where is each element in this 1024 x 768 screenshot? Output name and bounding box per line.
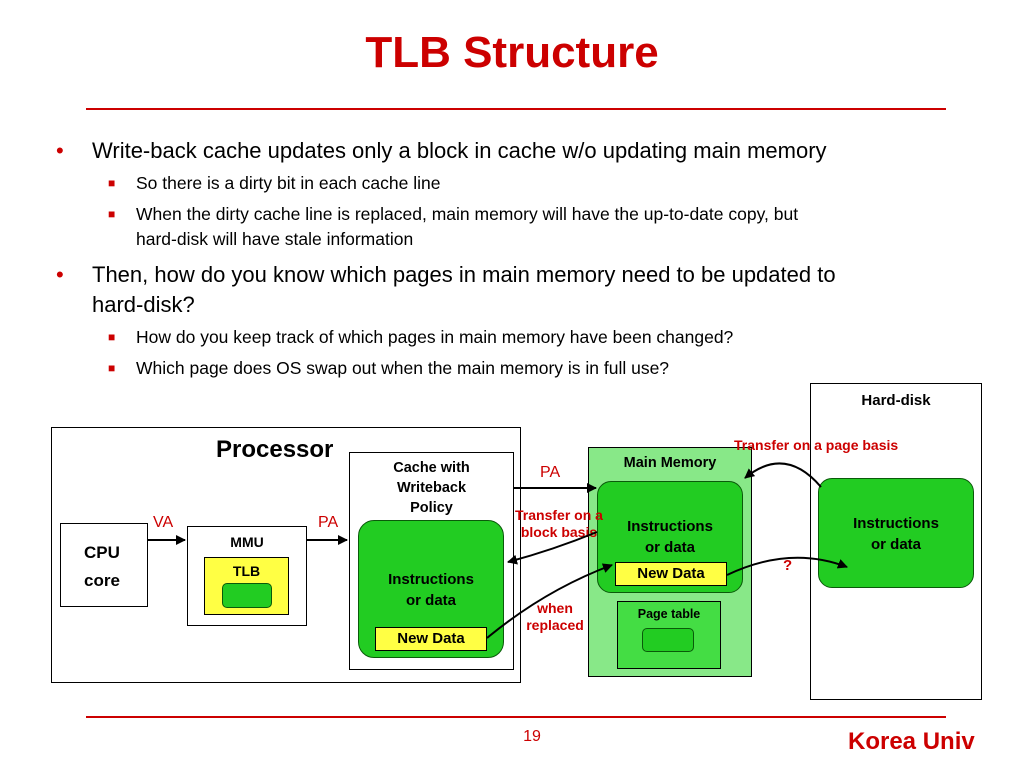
block-transfer-arrow (507, 531, 598, 565)
bullet-2-sub-2: Which page does OS swap out when the mai… (136, 358, 670, 378)
bullet-dot: • (56, 138, 64, 163)
page-transfer-arrow (744, 462, 822, 488)
hard-disk-data-block (818, 478, 974, 588)
sub-bullet-marker: ■ (108, 207, 116, 221)
question-label: ? (783, 557, 793, 574)
bullet-2-text-cont: hard-disk? (92, 292, 195, 317)
cache-label-1: Cache with (393, 460, 470, 476)
bullet-dot: • (56, 262, 64, 287)
cpu-core-box (60, 523, 148, 607)
page-writeback-arrow (726, 556, 848, 576)
main-memory-label: Main Memory (623, 455, 717, 471)
hard-disk-data-label-2: or data (870, 536, 921, 553)
cache-label-3: Policy (410, 500, 453, 516)
mmu-label: MMU (230, 534, 264, 550)
sub-bullet-marker: ■ (108, 361, 116, 375)
page-table-label: Page table (637, 607, 701, 621)
cache-data-label-2: or data (405, 592, 456, 609)
tlb-entries (222, 583, 272, 608)
sub-bullet-marker: ■ (108, 176, 116, 190)
bullet-1-text: Write-back cache updates only a block in… (92, 138, 827, 163)
transfer-block-label-1: Transfer on a (515, 507, 603, 523)
main-memory-new-data-tag: New Data (615, 562, 727, 586)
va-label: VA (153, 514, 174, 531)
footer-brand: Korea Univ (848, 728, 975, 755)
transfer-block-label-2: block basis (520, 524, 598, 540)
cache-label-2: Writeback (396, 480, 467, 496)
cache-data-label-1: Instructions (388, 571, 474, 588)
hard-disk-data-label-1: Instructions (853, 515, 939, 532)
processor-label: Processor (216, 436, 334, 463)
hard-disk-label: Hard-disk (861, 392, 931, 409)
tlb-label: TLB (232, 563, 261, 579)
when-replaced-label-2: replaced (526, 617, 584, 633)
main-memory-data-label-1: Instructions (627, 518, 713, 535)
footer-divider (86, 716, 946, 718)
bullet-2-text: Then, how do you know which pages in mai… (92, 262, 836, 287)
sub-bullet-marker: ■ (108, 330, 116, 344)
main-memory-data-label-2: or data (644, 539, 695, 556)
writeback-arrow (486, 563, 613, 639)
page-table-entries (642, 628, 694, 652)
pa-label-mmu: PA (318, 514, 339, 531)
pa-label-cache: PA (540, 464, 561, 481)
bullet-1-sub-2: When the dirty cache line is replaced, m… (136, 204, 799, 224)
page-title: TLB Structure (365, 28, 659, 77)
bullet-2-sub-1: How do you keep track of which pages in … (136, 327, 734, 347)
when-replaced-label-1: when (537, 600, 573, 616)
bullet-1-sub-1: So there is a dirty bit in each cache li… (136, 173, 441, 193)
title-divider (86, 108, 946, 110)
core-label: core (84, 571, 120, 590)
bullet-1-sub-2-cont: hard-disk will have stale information (136, 229, 414, 249)
cpu-label: CPU (84, 543, 120, 562)
transfer-page-label: Transfer on a page basis (734, 437, 899, 453)
page-number: 19 (523, 728, 541, 745)
cache-new-data-tag: New Data (375, 627, 487, 651)
